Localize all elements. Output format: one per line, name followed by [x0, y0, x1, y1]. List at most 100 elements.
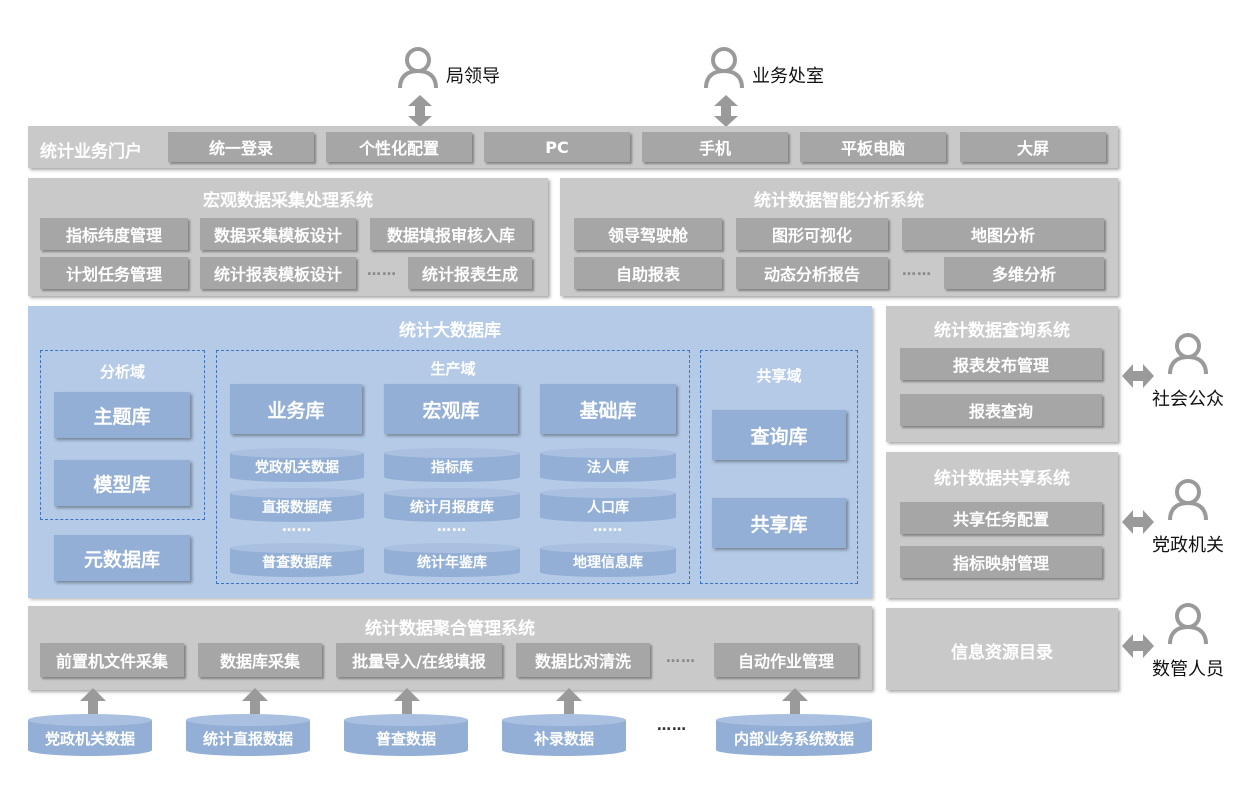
source-cylinder[interactable]: 党政机关数据	[28, 714, 152, 756]
cylinder-icon	[28, 714, 152, 756]
production-ellipsis: ……	[593, 519, 623, 535]
up-arrow-icon	[556, 688, 582, 714]
cylinder-icon	[230, 543, 364, 577]
db-cylinder[interactable]: 地理信息库	[540, 543, 676, 577]
source-cylinder[interactable]: 补录数据	[502, 714, 626, 756]
bigdata-title: 统计大数据库	[399, 321, 501, 341]
production-ellipsis: ……	[282, 519, 312, 535]
collect-item-report-template[interactable]: 统计报表模板设计	[200, 257, 356, 289]
indicator-mapping-button[interactable]: 指标映射管理	[900, 546, 1102, 578]
portal-title: 统计业务门户	[40, 142, 142, 162]
person-icon	[1168, 603, 1208, 646]
db-cylinder[interactable]: 统计年鉴库	[384, 543, 520, 577]
source-ellipsis: ……	[657, 718, 687, 734]
share-system-title: 统计数据共享系统	[934, 469, 1070, 489]
agg-item-compare-clean[interactable]: 数据比对清洗	[516, 643, 650, 677]
user-label-business-office: 业务处室	[752, 66, 824, 87]
report-publish-button[interactable]: 报表发布管理	[900, 348, 1102, 380]
cylinder-icon	[186, 714, 310, 756]
share-db[interactable]: 共享库	[712, 498, 846, 548]
cylinder-icon	[540, 543, 676, 577]
double-arrow-icon	[1122, 634, 1154, 658]
analysis-item-multidimensional[interactable]: 多维分析	[944, 257, 1104, 289]
db-cylinder[interactable]: 人口库	[540, 488, 676, 522]
query-db[interactable]: 查询库	[712, 410, 846, 460]
share-domain	[700, 350, 858, 584]
person-icon	[1168, 479, 1208, 522]
report-query-button[interactable]: 报表查询	[900, 394, 1102, 426]
analysis-item-map[interactable]: 地图分析	[902, 218, 1104, 250]
user-label-public: 社会公众	[1152, 389, 1224, 410]
cylinder-icon	[540, 488, 676, 522]
up-arrow-icon	[80, 688, 106, 714]
double-arrow-icon	[1122, 510, 1154, 534]
cylinder-icon	[230, 488, 364, 522]
share-domain-title: 共享域	[756, 367, 802, 385]
db-cylinder[interactable]: 直报数据库	[230, 488, 364, 522]
double-arrow-icon	[408, 95, 432, 127]
analysis-system-title: 统计数据智能分析系统	[754, 191, 924, 211]
analysis-item-cockpit[interactable]: 领导驾驶舱	[574, 218, 722, 250]
cylinder-icon	[344, 714, 468, 756]
cylinder-icon	[716, 714, 872, 756]
business-db[interactable]: 业务库	[230, 384, 362, 434]
db-cylinder[interactable]: 统计月报度库	[384, 488, 520, 522]
aggregation-system-title: 统计数据聚合管理系统	[365, 619, 535, 639]
collect-item-indicator-dimension[interactable]: 指标纬度管理	[40, 218, 188, 250]
metadata-db[interactable]: 元数据库	[54, 535, 190, 581]
db-cylinder[interactable]: 党政机关数据	[230, 448, 364, 482]
resource-catalog-panel[interactable]	[886, 608, 1118, 690]
person-icon	[398, 47, 438, 90]
user-label-data-admin: 数管人员	[1152, 659, 1224, 680]
up-arrow-icon	[394, 688, 420, 714]
portal-item-login[interactable]: 统一登录	[168, 132, 314, 162]
db-cylinder[interactable]: 普查数据库	[230, 543, 364, 577]
production-domain-title: 生产域	[430, 360, 476, 378]
cylinder-icon	[540, 448, 676, 482]
basic-db[interactable]: 基础库	[540, 384, 676, 434]
analysis-item-visualization[interactable]: 图形可视化	[736, 218, 888, 250]
agg-item-batch-import[interactable]: 批量导入/在线填报	[336, 643, 502, 677]
cylinder-icon	[384, 543, 520, 577]
share-task-config-button[interactable]: 共享任务配置	[900, 502, 1102, 534]
collect-item-plan-task[interactable]: 计划任务管理	[40, 257, 188, 289]
portal-item-pc[interactable]: PC	[484, 132, 630, 162]
analysis-domain-title: 分析域	[99, 363, 145, 381]
theme-db[interactable]: 主题库	[54, 392, 190, 438]
collect-item-template-design[interactable]: 数据采集模板设计	[200, 218, 356, 250]
agg-item-auto-job[interactable]: 自动作业管理	[714, 643, 858, 677]
person-icon	[704, 47, 744, 90]
source-cylinder[interactable]: 统计直报数据	[186, 714, 310, 756]
analysis-item-dynamic-report[interactable]: 动态分析报告	[736, 257, 888, 289]
source-cylinder[interactable]: 普查数据	[344, 714, 468, 756]
source-cylinder[interactable]: 内部业务系统数据	[716, 714, 872, 756]
production-ellipsis: ……	[437, 519, 467, 535]
double-arrow-icon	[1122, 364, 1154, 388]
cylinder-icon	[384, 488, 520, 522]
collect-ellipsis: ……	[367, 263, 397, 279]
portal-item-mobile[interactable]: 手机	[642, 132, 788, 162]
cylinder-icon	[230, 448, 364, 482]
agg-item-db-collect[interactable]: 数据库采集	[198, 643, 322, 677]
analysis-domain	[40, 350, 205, 520]
cylinder-icon	[384, 448, 520, 482]
query-system-title: 统计数据查询系统	[934, 321, 1070, 341]
analysis-item-self-report[interactable]: 自助报表	[574, 257, 722, 289]
user-label-party-gov: 党政机关	[1152, 535, 1224, 556]
analysis-ellipsis: ……	[902, 263, 932, 279]
cylinder-icon	[502, 714, 626, 756]
db-cylinder[interactable]: 指标库	[384, 448, 520, 482]
collect-item-review-import[interactable]: 数据填报审核入库	[370, 218, 532, 250]
macro-db[interactable]: 宏观库	[384, 384, 518, 434]
portal-item-bigscreen[interactable]: 大屏	[960, 132, 1106, 162]
resource-catalog-title: 信息资源目录	[951, 643, 1053, 663]
portal-item-tablet[interactable]: 平板电脑	[800, 132, 946, 162]
db-cylinder[interactable]: 法人库	[540, 448, 676, 482]
up-arrow-icon	[782, 688, 808, 714]
model-db[interactable]: 模型库	[54, 460, 190, 506]
portal-item-personalize[interactable]: 个性化配置	[326, 132, 472, 162]
person-icon	[1168, 333, 1208, 376]
agg-item-file-collect[interactable]: 前置机文件采集	[40, 643, 184, 677]
collect-item-report-generate[interactable]: 统计报表生成	[408, 257, 532, 289]
user-label-leader: 局领导	[446, 66, 500, 87]
